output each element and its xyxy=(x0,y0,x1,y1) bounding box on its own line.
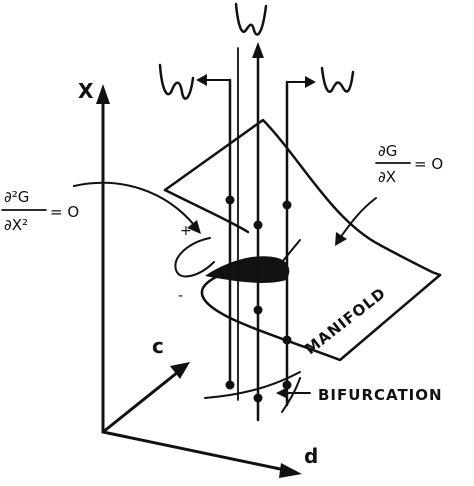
point-left-bottom xyxy=(225,380,235,390)
bifurcation-label: BIFURCATION xyxy=(318,386,443,404)
x-axis-arrowhead xyxy=(96,84,110,104)
manifold-back-edge xyxy=(163,118,442,277)
d-axis-line xyxy=(101,430,287,472)
first-derivative-arrowhead xyxy=(335,232,347,246)
bifurcation-curve-lower xyxy=(281,377,301,413)
c-axis-arrowhead xyxy=(170,362,190,379)
point-right-top xyxy=(282,200,292,210)
probe-left-arrowhead xyxy=(196,74,207,86)
point-right-bottom xyxy=(282,380,292,390)
manifold-surface xyxy=(163,118,442,362)
potential-curve-left xyxy=(158,63,195,100)
annotation-arrows xyxy=(73,181,377,246)
manifold-left-edge xyxy=(163,188,250,234)
second-derivative-numerator: ∂²G xyxy=(4,188,29,206)
potential-curve-right xyxy=(320,66,355,93)
potential-curve-center xyxy=(234,2,268,36)
c-axis-label: c xyxy=(152,334,164,358)
probe-center-arrowhead xyxy=(252,42,264,58)
point-center-mid xyxy=(253,305,263,315)
first-derivative-rhs: = O xyxy=(414,155,443,173)
bifurcation-set xyxy=(204,371,311,413)
point-center-top xyxy=(253,220,263,230)
point-center-bottom xyxy=(253,393,263,403)
point-left-top xyxy=(225,195,235,205)
second-derivative-equation: ∂²G ∂X² = O xyxy=(1,188,79,234)
d-axis-label: d xyxy=(304,444,318,468)
manifold-fold xyxy=(205,256,290,283)
first-derivative-denominator: ∂X xyxy=(378,168,396,186)
first-derivative-pointer xyxy=(339,197,377,239)
plus-marker: + xyxy=(180,223,192,239)
c-axis-line xyxy=(101,370,180,434)
minus-marker: - xyxy=(178,288,183,304)
first-derivative-numerator: ∂G xyxy=(378,142,397,160)
probe-right-arrowhead xyxy=(305,76,316,88)
second-derivative-rhs: = O xyxy=(50,203,79,221)
first-derivative-equation: ∂G ∂X = O xyxy=(375,142,443,186)
second-derivative-pointer xyxy=(73,181,196,227)
second-derivative-denominator: ∂X² xyxy=(4,216,28,234)
fold-edge-upper xyxy=(281,239,301,263)
x-axis-label: X xyxy=(78,79,94,103)
bifurcation-arrowhead xyxy=(276,387,288,399)
intersection-points xyxy=(225,195,292,403)
point-right-mid xyxy=(282,335,292,345)
fold-loop xyxy=(174,237,215,278)
axes xyxy=(96,84,302,478)
d-axis-arrowhead xyxy=(279,463,302,478)
probe-lines xyxy=(196,42,316,422)
bifurcation-curve-upper xyxy=(204,371,301,399)
manifold-label: MANIFOLD xyxy=(301,284,389,358)
second-derivative-arrowhead xyxy=(187,220,201,234)
potential-curves xyxy=(158,2,355,100)
